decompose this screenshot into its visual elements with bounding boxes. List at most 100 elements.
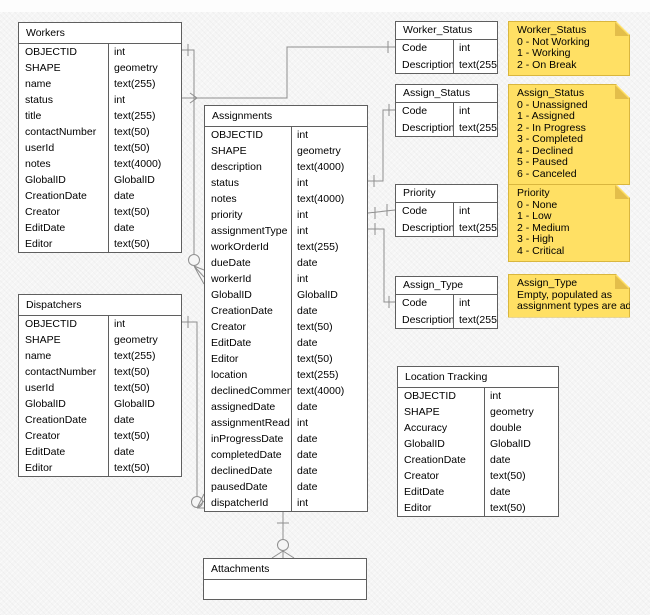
field-name: EditDate [211,337,252,349]
field-name: declinedComment [211,385,291,397]
field-type: text(50) [291,351,367,367]
note-line: 2 - On Break [517,58,577,71]
field-type: geometry [108,60,181,76]
field-name: assignedDate [211,401,276,413]
field-name: priority [211,209,243,221]
note-title: Assign_Status [517,87,585,99]
note-line: 6 - Canceled [517,167,577,180]
field-name: userId [25,142,55,154]
field-type: int [108,92,181,108]
field-row: inProgressDate date [205,431,367,447]
field-type: text(50) [108,124,181,140]
field-type: text(255) [108,348,181,364]
field-type: date [291,479,367,495]
field-name: inProgressDate [211,433,284,445]
field-name: OBJECTID [25,46,77,58]
field-type: int [291,415,367,431]
field-name: workerId [211,273,252,285]
entity-title: Assign_Status [396,85,497,103]
entity-title: Priority [396,185,497,203]
field-type: geometry [484,404,558,420]
field-type: text(255) [108,108,181,124]
entity-title: Assignments [205,106,367,127]
field-type: text(255) [453,219,497,236]
field-type: text(50) [108,364,181,380]
field-name: CreationDate [211,305,273,317]
field-type: date [291,431,367,447]
field-row: SHAPE geometry [19,332,181,348]
field-type: date [291,255,367,271]
relation-assignments-priority [367,204,396,219]
field-type: GlobalID [484,436,558,452]
entity-title: Location Tracking [398,367,558,388]
field-name: name [25,350,52,362]
field-type: text(50) [108,428,181,444]
field-name: completedDate [211,449,282,461]
note-line: 5 - Paused [517,156,568,168]
field-name: Editor [25,462,53,474]
field-type: int [108,44,181,60]
field-row: Creator text(50) [19,204,181,220]
field-name: SHAPE [211,145,247,157]
field-type: int [453,203,497,220]
field-name: Creator [211,321,247,333]
field-row: OBJECTID int [19,44,181,60]
field-name: SHAPE [25,334,61,346]
relation-assignments-assign-status [368,104,395,187]
field-type: int [291,127,367,143]
field-name: Creator [25,206,61,218]
field-type: int [453,40,497,57]
field-name: notes [25,158,51,170]
field-type: text(50) [291,319,367,335]
field-type: text(255) [291,239,367,255]
field-type: geometry [108,332,181,348]
field-type: text(50) [108,204,181,220]
note-line: 4 - Critical [517,244,565,257]
field-name: SHAPE [404,406,440,418]
field-type: date [291,303,367,319]
top-margin-strip [0,0,650,12]
field-name: OBJECTID [25,318,77,330]
field-row: CreationDate date [205,303,367,319]
field-name: userId [25,382,55,394]
note-line: 0 - None [517,198,558,211]
field-name: status [25,94,54,106]
field-name: pausedDate [211,481,268,493]
field-type: text(255) [291,367,367,383]
